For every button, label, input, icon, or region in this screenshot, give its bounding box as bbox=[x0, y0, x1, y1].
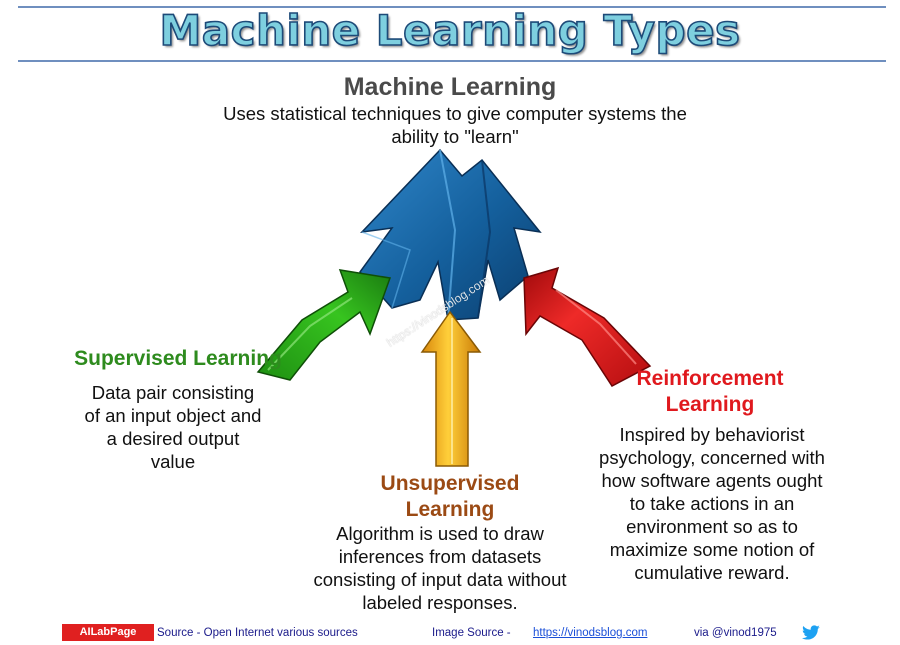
reinforcement-line: psychology, concerned with bbox=[578, 446, 846, 469]
supervised-heading: Supervised Learning bbox=[60, 347, 296, 371]
supervised-line: a desired output bbox=[58, 427, 288, 450]
supervised-line: value bbox=[58, 450, 288, 473]
reinforcement-heading: Reinforcement Learning bbox=[610, 366, 810, 418]
unsupervised-line: inferences from datasets bbox=[290, 545, 590, 568]
unsupervised-description: Algorithm is used to draw inferences fro… bbox=[290, 522, 590, 614]
reinforcement-line: environment so as to bbox=[578, 515, 846, 538]
reinforcement-line: how software agents ought bbox=[578, 469, 846, 492]
reinforcement-line: maximize some notion of bbox=[578, 538, 846, 561]
supervised-description: Data pair consisting of an input object … bbox=[58, 381, 288, 473]
supervised-line: of an input object and bbox=[58, 404, 288, 427]
footer-source: Source - Open Internet various sources bbox=[157, 627, 358, 639]
unsupervised-line: consisting of input data without bbox=[290, 568, 590, 591]
reinforcement-line: cumulative reward. bbox=[578, 561, 846, 584]
unsupervised-heading: Unsupervised Learning bbox=[340, 471, 560, 523]
reinforcement-heading-line: Reinforcement bbox=[610, 366, 810, 392]
twitter-bird-icon[interactable] bbox=[801, 625, 821, 641]
unsupervised-heading-line: Learning bbox=[340, 497, 560, 523]
reinforcement-heading-line: Learning bbox=[610, 392, 810, 418]
ailabpage-badge: AILabPage bbox=[62, 624, 154, 641]
footer-image-source-label: Image Source - bbox=[432, 627, 511, 639]
footer-image-source-link[interactable]: https://vinodsblog.com bbox=[533, 627, 647, 639]
supervised-line: Data pair consisting bbox=[58, 381, 288, 404]
reinforcement-description: Inspired by behaviorist psychology, conc… bbox=[578, 423, 846, 584]
unsupervised-line: labeled responses. bbox=[290, 591, 590, 614]
unsupervised-arrow bbox=[422, 312, 480, 466]
unsupervised-heading-line: Unsupervised bbox=[340, 471, 560, 497]
unsupervised-line: Algorithm is used to draw bbox=[290, 522, 590, 545]
footer-via: via @vinod1975 bbox=[694, 627, 777, 639]
reinforcement-line: to take actions in an bbox=[578, 492, 846, 515]
reinforcement-line: Inspired by behaviorist bbox=[578, 423, 846, 446]
